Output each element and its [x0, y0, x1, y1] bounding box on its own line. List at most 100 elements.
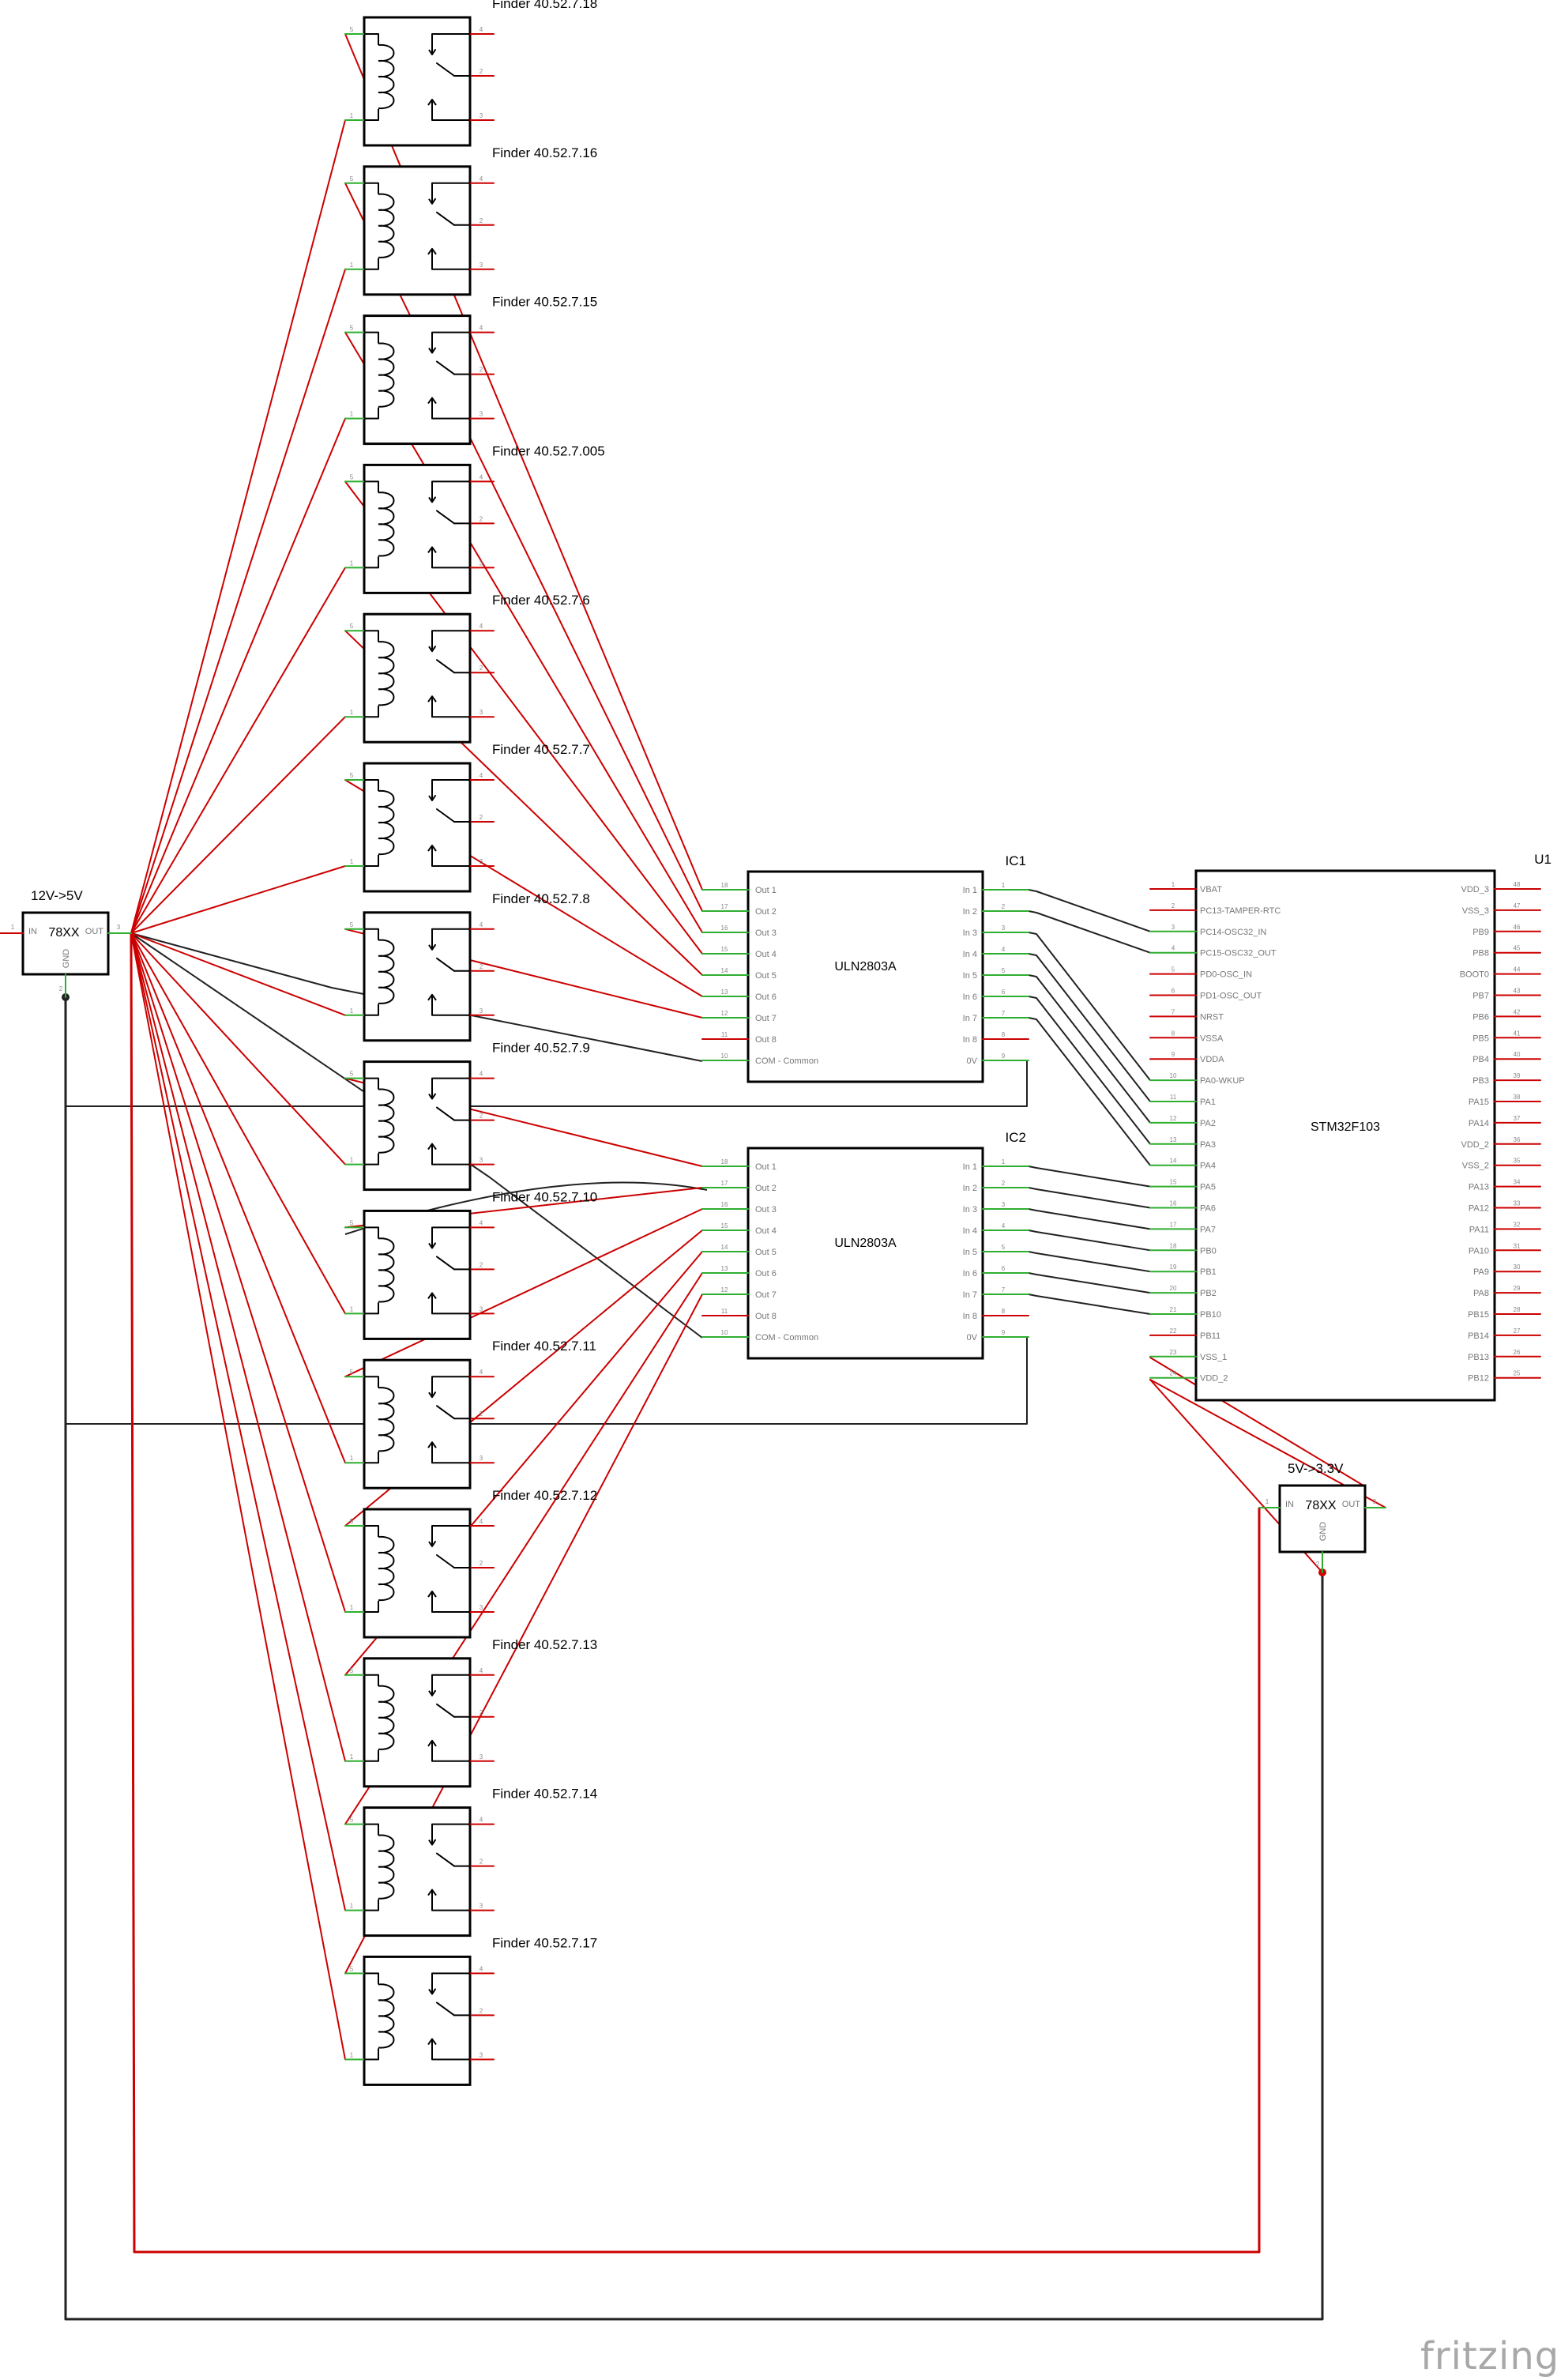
coil-supply-wire — [130, 932, 346, 1613]
pin-number: 3 — [480, 1903, 483, 1910]
pin-label: In 6 — [963, 992, 977, 1002]
switch-contact — [431, 779, 470, 800]
pin-label: BOOT0 — [1460, 970, 1489, 980]
pin-number: 5 — [350, 921, 354, 928]
pin-number: 2 — [59, 985, 63, 992]
pin-label: In 6 — [963, 1269, 977, 1278]
switch-contact — [431, 630, 470, 652]
pin-number: 2 — [480, 1560, 483, 1567]
pin-label: VDDA — [1200, 1055, 1224, 1064]
coil-lead — [364, 630, 379, 642]
pin-number: 21 — [1170, 1306, 1177, 1313]
switch-arrow — [428, 795, 433, 801]
pin-number: 3 — [480, 1753, 483, 1761]
pin-number: 1 — [350, 858, 354, 865]
pin-label: PB8 — [1472, 949, 1489, 958]
coil-icon — [378, 641, 395, 706]
pin-label: PB15 — [1468, 1310, 1489, 1320]
pin-label: PA2 — [1200, 1119, 1216, 1128]
pin-number: 4 — [480, 1219, 483, 1226]
relay-label: Finder 40.52.7.005 — [492, 443, 605, 458]
pin-number: 15 — [721, 946, 728, 953]
relay-body — [363, 165, 472, 296]
relay-label: Finder 40.52.7.14 — [492, 1787, 597, 1802]
pin-number: 1 — [350, 112, 354, 119]
pin-number: 1 — [350, 1305, 354, 1312]
mcu-ref: U1 — [1534, 852, 1551, 867]
pin-number: 11 — [721, 1031, 728, 1038]
relay-body — [363, 762, 472, 893]
pin-label: Out 6 — [755, 992, 777, 1002]
coil-supply-wire — [130, 716, 346, 934]
pin-number: 1 — [350, 2051, 354, 2058]
switch-contact — [431, 1972, 470, 1994]
pin-number: 6 — [1172, 988, 1175, 995]
pin-number: 5 — [1172, 966, 1175, 973]
pin-label: PA1 — [1200, 1098, 1216, 1107]
chip-ref: IC2 — [1006, 1130, 1026, 1145]
relay-body — [363, 463, 472, 594]
pin-number: 4 — [480, 1667, 483, 1674]
pin-number: 4 — [480, 325, 483, 332]
coil-icon — [378, 939, 395, 1004]
regulator-gnd-label: GND — [1318, 1522, 1328, 1542]
pin-number: 3 — [480, 112, 483, 119]
pin-label: Out 1 — [755, 886, 777, 895]
logic-signal-wire — [1028, 1294, 1151, 1315]
pin-number: 12 — [721, 1286, 728, 1294]
ground-bus-wire — [64, 997, 1324, 2321]
pin-number: 10 — [721, 1329, 728, 1336]
pin-number: 38 — [1514, 1094, 1521, 1101]
regulator-gnd-label: GND — [62, 949, 71, 969]
pin-label: PA12 — [1469, 1204, 1489, 1214]
relay-label: Finder 40.52.7.6 — [492, 593, 590, 608]
switch-contact — [431, 182, 470, 204]
pin-number: 1 — [350, 559, 354, 567]
pin-number: 9 — [1172, 1051, 1175, 1058]
chip-name: ULN2803A — [834, 1237, 897, 1250]
pin-number: 5 — [350, 325, 354, 332]
coil-lead — [364, 556, 379, 569]
regulator-out-label: OUT — [1342, 1500, 1361, 1509]
pin-label: In 7 — [963, 1014, 977, 1023]
pin-number: 3 — [480, 1305, 483, 1312]
switch-contact — [431, 547, 470, 569]
pin-number: 2 — [480, 1858, 483, 1866]
pin-number: 1 — [350, 709, 354, 716]
pin-number: 41 — [1514, 1030, 1521, 1037]
pin-number: 4 — [480, 772, 483, 779]
coil-lead — [364, 1674, 379, 1686]
pin-number: 3 — [117, 924, 121, 931]
pin-number: 11 — [721, 1308, 728, 1315]
pin-number: 4 — [1002, 1222, 1006, 1230]
switch-arrow — [427, 99, 437, 106]
pin-number: 17 — [1170, 1221, 1177, 1228]
switch-contact — [431, 1889, 470, 1911]
switch-contact — [431, 1077, 470, 1099]
pin-number: 32 — [1514, 1221, 1521, 1228]
coil-supply-wire — [130, 932, 346, 1166]
pin-label: PB9 — [1472, 928, 1489, 937]
pin-number: 5 — [350, 26, 354, 33]
pin-number: 13 — [721, 1265, 728, 1272]
pin-number: 44 — [1514, 966, 1521, 973]
relay-body — [363, 1508, 472, 1639]
pin-label: VSS_2 — [1462, 1162, 1489, 1171]
chip-body — [747, 870, 984, 1083]
pin-label: PA15 — [1469, 1098, 1489, 1107]
switch-blade-icon — [436, 360, 455, 375]
pin-label: PD0-OSC_IN — [1200, 970, 1252, 980]
switch-blade-icon — [436, 510, 455, 525]
pin-number: 4 — [480, 623, 483, 630]
pin-number: 3 — [480, 1455, 483, 1462]
switch-arrow — [427, 845, 437, 852]
pin-label: In 7 — [963, 1290, 977, 1300]
pin-number: 2 — [480, 1709, 483, 1716]
pin-number: 40 — [1514, 1051, 1521, 1058]
switch-arrow — [427, 1292, 437, 1299]
